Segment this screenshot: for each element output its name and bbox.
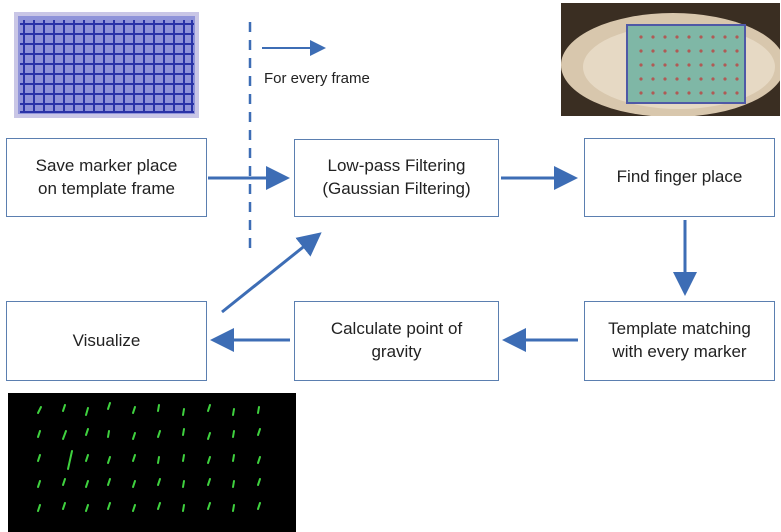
arrow-visualize-to-lowpass [221,232,322,314]
legend-label: For every frame [264,70,370,87]
template-matching-box: Template matching with every marker [584,301,775,381]
finger-detection-image [561,3,780,116]
visualization-image [8,393,296,532]
calculate-gravity-box: Calculate point of gravity [294,301,499,381]
find-finger-box: Find finger place [584,138,775,217]
visualize-box: Visualize [6,301,207,381]
marker-template-image [14,12,199,118]
low-pass-filter-box: Low-pass Filtering (Gaussian Filtering) [294,139,499,217]
save-marker-box: Save marker place on template frame [6,138,207,217]
